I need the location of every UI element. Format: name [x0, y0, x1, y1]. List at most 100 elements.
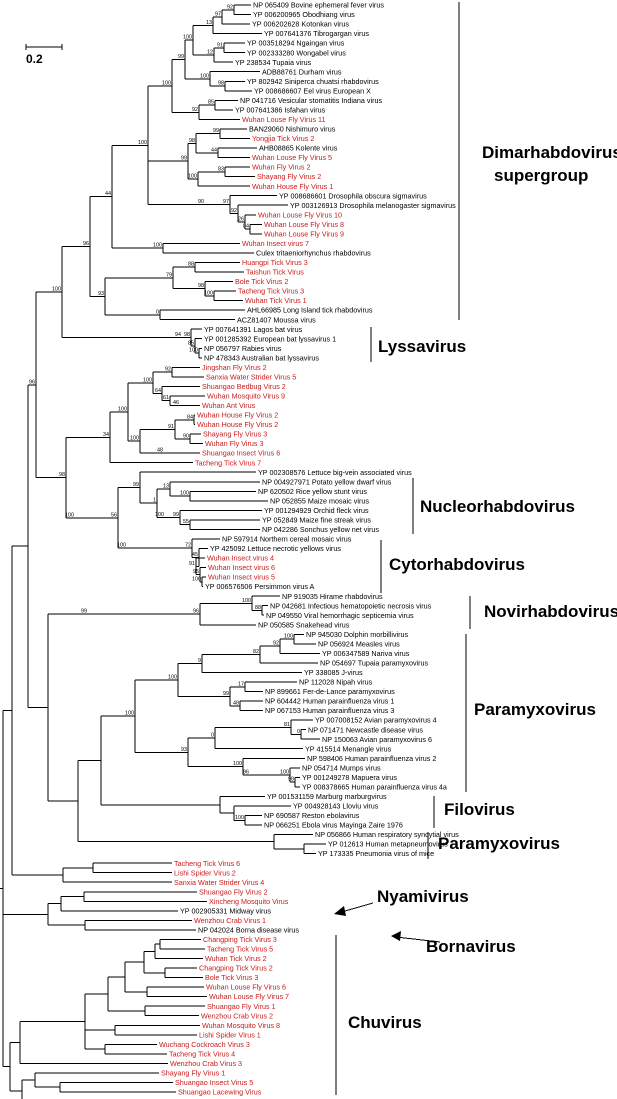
leaf-label: Culex tritaeniorhynchus rhabdovirus	[256, 249, 371, 258]
leaf-label: Wuhan Mosquito Virus 9	[207, 392, 285, 401]
bootstrap-value: 13	[163, 483, 169, 489]
leaf-label: Wuhan Fly Virus 3	[205, 439, 263, 448]
bootstrap-value: 98	[288, 777, 294, 783]
leaf-label: Shuangao Fly Virus 1	[207, 1002, 276, 1011]
bootstrap-value: 98	[218, 81, 224, 87]
leaf-label: Shayang Fly Virus 2	[257, 172, 321, 181]
bootstrap-value: 92	[227, 4, 233, 10]
bootstrap-value: 0	[211, 733, 214, 739]
bootstrap-value: 99	[223, 691, 229, 697]
leaf-label: NP 066251 Ebola virus Mayinga Zaire 1976	[264, 821, 403, 830]
bootstrap-value: 82	[253, 649, 259, 655]
bootstrap-value: 100	[204, 290, 213, 296]
leaf-label: Wuhan Louse Fly Virus 5	[252, 153, 332, 162]
leaf-label: Tacheng Tick Virus 7	[195, 458, 261, 467]
bootstrap-value: 9	[198, 658, 201, 664]
leaf-label: YP 007641386 Isfahan virus	[235, 105, 326, 114]
leaf-label: NP 919035 Hirame rhabdovirus	[282, 592, 383, 601]
leaf-label: Shuangao Fly Virus 2	[199, 887, 268, 896]
bootstrap-value: 0	[297, 729, 300, 735]
bootstrap-value: 91	[168, 424, 174, 430]
leaf-label: NP 071471 Newcastle disease virus	[308, 725, 423, 734]
bootstrap-value: 100	[52, 287, 61, 293]
bootstrap-value: 100	[168, 674, 177, 680]
leaf-label: YP 001285392 European bat lyssavirus 1	[204, 334, 336, 343]
leaf-label: YP 004928143 Lloviu virus	[293, 802, 379, 811]
leaf-label: Tacheng Tick Virus 6	[174, 859, 240, 868]
leaf-label: YP 003518294 Ngaingan virus	[247, 39, 345, 48]
bootstrap-value: 1	[153, 498, 156, 504]
leaf-label: Yongjia Tick Virus 2	[252, 134, 314, 143]
leaf-label: Wuhan Mosquito Virus 8	[202, 1021, 280, 1030]
leaf-label: ACZ81407 Moussa virus	[237, 315, 316, 324]
leaf-label: Wuhan Tick Virus 2	[205, 954, 267, 963]
leaf-label: AHL66985 Long Island tick rhabdovirus	[247, 306, 373, 315]
bootstrap-value: 96	[243, 769, 249, 775]
leaf-label: NP 065409 Bovine ephemeral fever virus	[253, 1, 384, 10]
leaf-label: YP 052849 Maize fine streak virus	[262, 515, 371, 524]
bootstrap-value: 83	[218, 166, 224, 172]
bootstrap-value: 100	[153, 243, 162, 249]
group-label-nyamivirus: Nyamivirus	[377, 887, 469, 906]
bootstrap-value: 100	[130, 436, 139, 442]
leaf-label: Wuchang Cockroach Virus 3	[159, 1040, 250, 1049]
bootstrap-value: 48	[157, 448, 163, 454]
group-label-nucleorhabdovirus: Nucleorhabdovirus	[420, 497, 575, 516]
leaf-label: YP 008686601 Drosophila obscura sigmavir…	[279, 191, 427, 200]
bootstrap-value: 100	[188, 174, 197, 180]
group-label-filovirus: Filovirus	[444, 800, 515, 819]
bootstrap-value: 100	[125, 711, 134, 717]
bootstrap-value: 100	[189, 348, 198, 354]
scale-bar-label: 0.2	[26, 52, 43, 66]
bootstrap-value: 26	[238, 216, 244, 222]
leaf-label: NP 049550 Viral hemorrhagic septicemia v…	[266, 611, 414, 620]
bootstrap-value: 93	[98, 291, 104, 297]
leaf-label: YP 003126913 Drosophila melanogaster sig…	[290, 201, 456, 210]
leaf-label: Wuhan Insect virus 4	[207, 554, 274, 563]
leaf-label: NP 945030 Dolphin morbillivirus	[306, 630, 409, 639]
bootstrap-value: 100	[180, 491, 189, 497]
bootstrap-value: 100	[65, 512, 74, 518]
bootstrap-value: 98	[198, 283, 204, 289]
bootstrap-value: 96	[193, 609, 199, 615]
leaf-label: YP 415514 Menangle virus	[305, 744, 392, 753]
leaf-label: BAN29060 Nishimuro virus	[249, 125, 336, 134]
leaf-label: NP 604442 Human parainfluenza virus 1	[265, 697, 394, 706]
nyamivirus-arrowhead	[334, 906, 346, 916]
bootstrap-value: 17	[238, 681, 244, 687]
leaf-label: ADB88761 Durham virus	[262, 67, 342, 76]
leaf-label: Shuangao Insect Virus 6	[202, 449, 280, 458]
leaf-label: Shuangao Lacewing Virus	[178, 1088, 262, 1097]
group-label-supergroup: supergroup	[494, 166, 588, 185]
leaf-label: Wuhan House Fly Virus 1	[252, 182, 333, 191]
leaf-label: NP 056866 Human respiratory syncytial vi…	[315, 830, 459, 839]
bootstrap-value: 100	[284, 634, 293, 640]
leaf-label: Lishi Spider Virus 2	[174, 868, 236, 877]
leaf-label: NP 042681 Infectious hematopoietic necro…	[270, 601, 432, 610]
bootstrap-value: 84	[243, 224, 249, 230]
bootstrap-value: 56	[111, 512, 117, 518]
group-label-dimarhabdovirus: Dimarhabdovirus	[482, 143, 617, 162]
leaf-label: Wuhan House Fly Virus 2	[197, 411, 278, 420]
bootstrap-value: 81	[284, 722, 290, 728]
bootstrap-value: 44	[211, 147, 217, 153]
bornavirus-arrowhead	[391, 931, 401, 941]
leaf-label: NP 150063 Avian paramyxovirus 6	[322, 735, 432, 744]
leaf-label: Wuhan Louse Fly Virus 11	[242, 115, 326, 124]
leaf-label: YP 173335 Pneumonia virus of mice	[318, 849, 434, 858]
bootstrap-value: 100	[117, 543, 126, 549]
group-label-cytorhabdovirus: Cytorhabdovirus	[389, 555, 525, 574]
bornavirus-arrow	[395, 936, 441, 943]
bootstrap-value: 99	[133, 482, 139, 488]
leaf-label: YP 001249278 Mapuera virus	[302, 773, 397, 782]
bootstrap-value: 90	[183, 433, 189, 439]
leaf-label: NP 112028 Nipah virus	[299, 678, 373, 687]
leaf-label: YP 007641391 Lagos bat virus	[204, 325, 303, 334]
bootstrap-value: 99	[178, 54, 184, 60]
bootstrap-value: 12	[207, 50, 213, 56]
bootstrap-value: 93	[181, 747, 187, 753]
bootstrap-value: 100	[280, 769, 289, 775]
leaf-label: NP 052855 Maize mosaic virus	[270, 496, 369, 505]
bootstrap-value: 96	[83, 241, 89, 247]
